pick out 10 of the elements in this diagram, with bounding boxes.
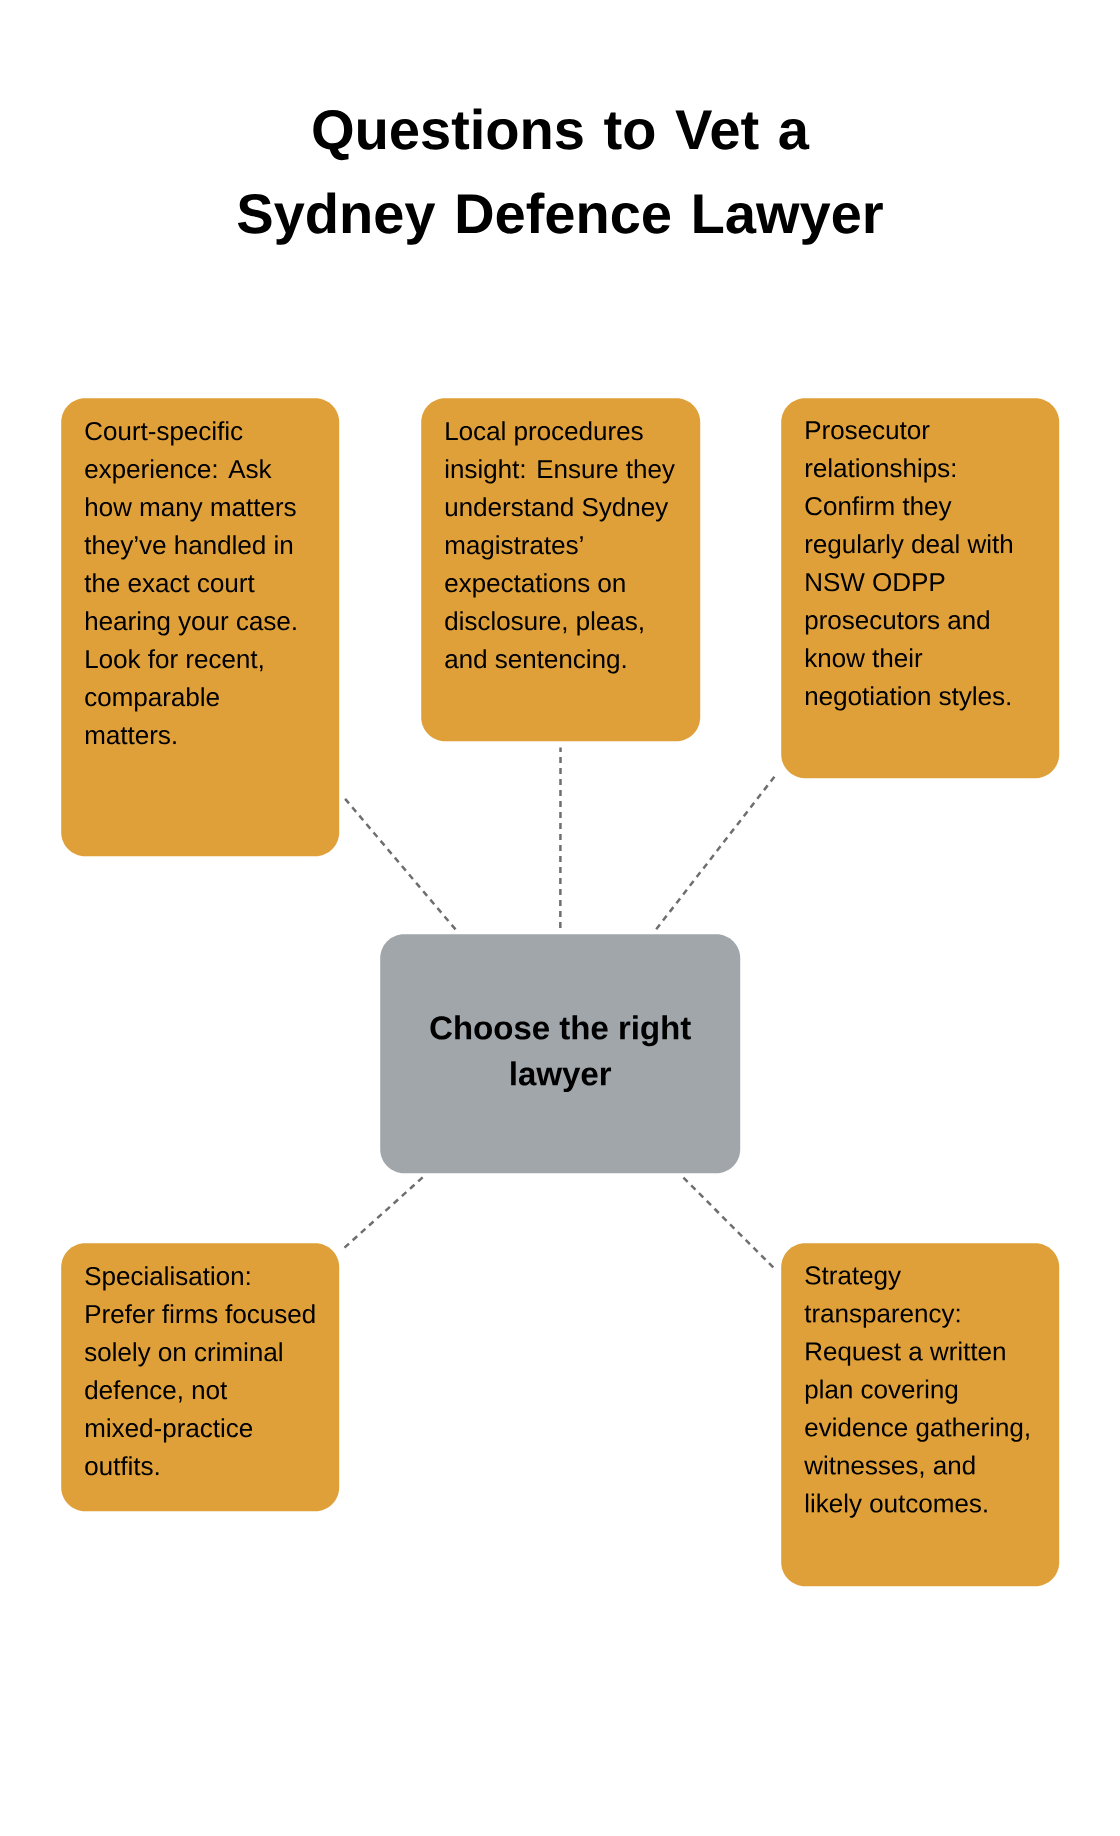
title: Questions to Vet a Sydney Defence Lawyer [237,108,883,245]
question-box: Prosecutor relationships: Confirm they regularly deal with NSW ODPP prosecutors and know their negotiation styles. [781,398,1060,779]
connector-line [343,1176,424,1250]
topic-box: Choose the right lawyer [380,934,741,1174]
question-box: Court-specific experience: Ask how many matters they’ve handled in the exact court hearing your case. Look for recent, comparable matters. [61,398,340,857]
question-box: Specialisation: Prefer firms focused solely on criminal defence, not mixed-practice outfits. [61,1243,340,1512]
question-box: Strategy transparency: Request a written plan covering evidence gathering, witnesses, and likely outcomes. [781,1243,1060,1587]
question-box: Local procedures insight: Ensure they understand Sydney magistrates’ expectations on disclosure, pleas, and sentencing. [421,398,701,742]
connector-line [342,795,457,931]
connector-line [559,747,562,928]
